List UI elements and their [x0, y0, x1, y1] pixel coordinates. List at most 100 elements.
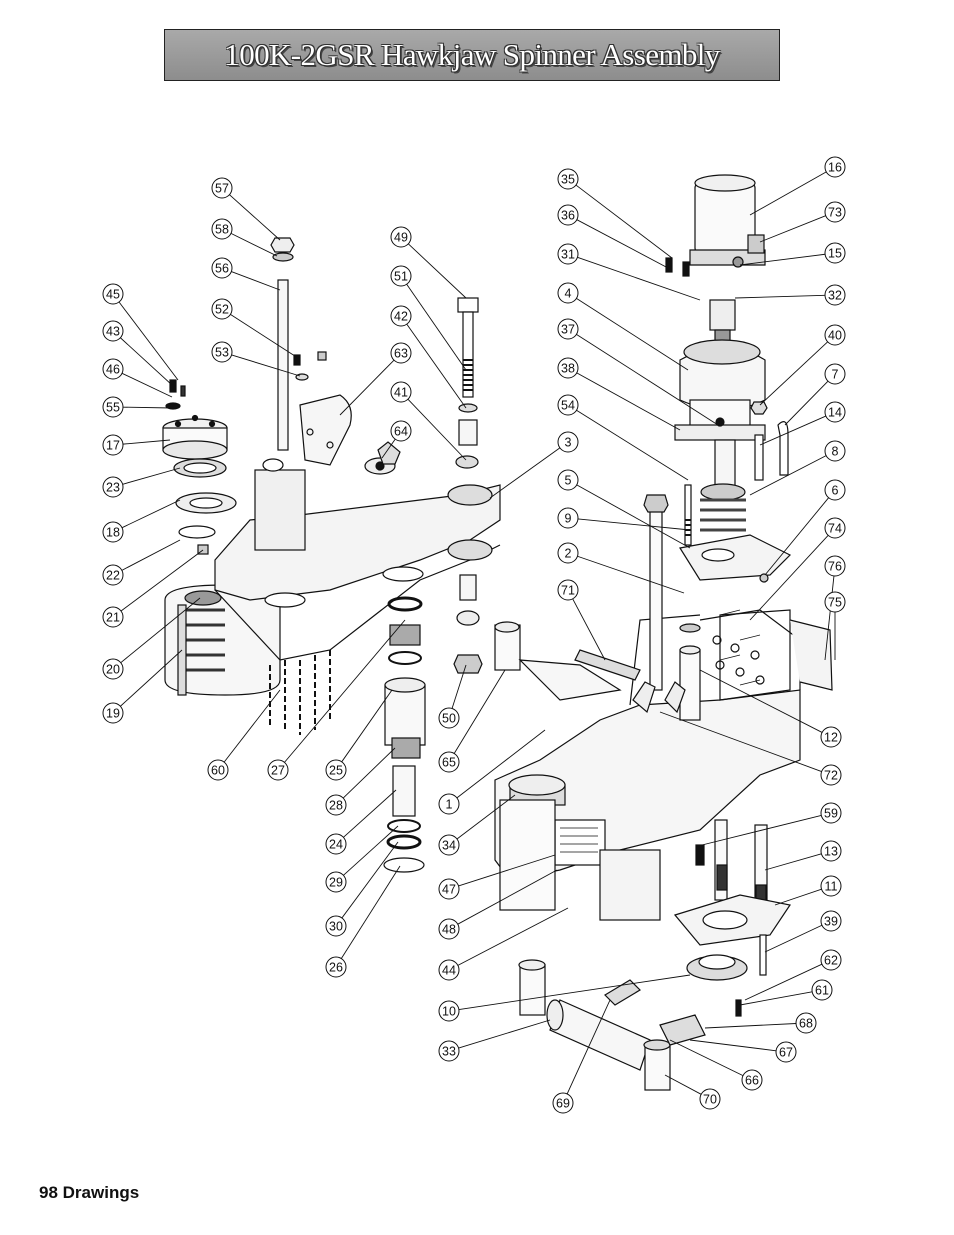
callout-circle	[438, 1000, 460, 1022]
callout-label: 14	[828, 406, 842, 420]
callout-26: 26	[325, 865, 401, 978]
callout-label: 74	[828, 522, 842, 536]
callout-label: 66	[745, 1074, 759, 1088]
callout-label: 19	[106, 707, 120, 721]
leader-line	[734, 294, 826, 299]
callout-42: 42	[390, 305, 467, 409]
leader-line	[341, 689, 393, 763]
callout-60: 60	[207, 689, 281, 781]
callout-label: 69	[556, 1097, 570, 1111]
callout-32: 32	[734, 284, 846, 306]
leader-line	[689, 1039, 777, 1052]
callout-7: 7	[784, 363, 846, 426]
callout-label: 31	[561, 248, 575, 262]
callout-11: 11	[774, 875, 842, 906]
leader-line	[575, 184, 673, 259]
callout-circle	[211, 218, 233, 240]
callout-circle	[820, 910, 842, 932]
left-motor-assembly	[162, 414, 281, 696]
leader-line	[231, 271, 281, 291]
callout-73: 73	[759, 201, 846, 243]
leader-line	[458, 974, 691, 1010]
callout-label: 29	[329, 876, 343, 890]
callout-circle	[557, 394, 579, 416]
callout-circle	[557, 357, 579, 379]
callout-68: 68	[704, 1012, 817, 1034]
callout-24: 24	[325, 789, 397, 855]
leader-line	[231, 354, 301, 377]
callout-circle	[390, 420, 412, 442]
callout-circle	[267, 759, 289, 781]
main-housing	[494, 494, 833, 921]
callout-46: 46	[102, 358, 173, 398]
callout-label: 25	[329, 764, 343, 778]
leader-line	[343, 825, 399, 876]
leader-line	[453, 669, 506, 754]
leader-line	[457, 869, 558, 925]
leader-line	[223, 689, 281, 763]
callout-12: 12	[699, 669, 842, 748]
callout-62: 62	[744, 949, 842, 1001]
callout-circle	[390, 305, 412, 327]
bolt-and-spacers	[377, 297, 483, 674]
callout-34: 34	[438, 794, 516, 856]
callout-circle	[811, 979, 833, 1001]
callout-label: 9	[565, 512, 572, 526]
callout-circle	[102, 396, 124, 418]
callout-55: 55	[102, 396, 173, 418]
callout-51: 51	[390, 265, 467, 371]
callout-circle	[207, 759, 229, 781]
callout-circle	[102, 283, 124, 305]
callout-label: 43	[106, 325, 120, 339]
callout-label: 27	[271, 764, 285, 778]
leader-line	[749, 171, 827, 216]
callout-76: 76	[824, 555, 846, 661]
callout-label: 53	[215, 346, 229, 360]
callout-circle	[102, 564, 124, 586]
callout-label: 61	[815, 984, 829, 998]
callout-circle	[438, 707, 460, 729]
callout-label: 67	[779, 1046, 793, 1060]
callout-circle	[438, 878, 460, 900]
callout-8: 8	[749, 440, 846, 496]
callout-label: 2	[565, 547, 572, 561]
callout-circle	[557, 282, 579, 304]
callout-circle	[824, 591, 846, 613]
callout-label: 70	[703, 1093, 717, 1107]
callout-label: 13	[824, 845, 838, 859]
leader-line	[406, 323, 467, 409]
leader-line	[739, 253, 826, 266]
callout-4: 4	[557, 282, 689, 371]
left-rod-hardware	[165, 237, 327, 451]
callout-57: 57	[211, 177, 281, 241]
callout-circle	[325, 956, 347, 978]
callout-label: 57	[215, 182, 229, 196]
callout-circle	[438, 793, 460, 815]
callout-label: 50	[442, 712, 456, 726]
leader-line	[699, 669, 823, 733]
callout-31: 31	[557, 243, 701, 301]
callout-45: 45	[102, 283, 179, 381]
callout-label: 44	[442, 964, 456, 978]
callout-47: 47	[438, 854, 556, 900]
callout-22: 22	[102, 539, 181, 586]
callout-label: 12	[824, 731, 838, 745]
leader-line	[774, 888, 822, 906]
leader-line	[664, 1074, 702, 1095]
leader-line	[381, 438, 396, 459]
callout-circle	[820, 764, 842, 786]
leader-line	[121, 539, 181, 571]
callout-37: 37	[557, 318, 719, 426]
callout-53: 53	[211, 341, 301, 377]
callout-circle	[557, 318, 579, 340]
callout-43: 43	[102, 320, 173, 386]
leader-line	[118, 301, 179, 381]
leader-line	[120, 337, 173, 386]
callout-label: 37	[561, 323, 575, 337]
callout-15: 15	[739, 242, 846, 266]
callout-circle	[824, 201, 846, 223]
callout-circle	[390, 342, 412, 364]
callout-label: 58	[215, 223, 229, 237]
leader-line	[121, 372, 173, 398]
